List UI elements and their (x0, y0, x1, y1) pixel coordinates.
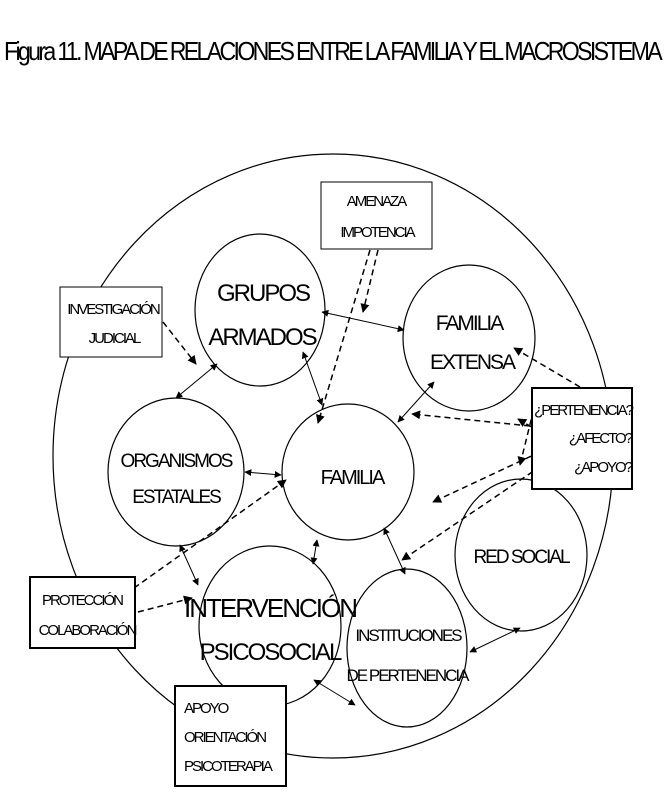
label-grupos-line1: GRUPOS (217, 280, 310, 307)
box-investigacion-line1: INVESTIGACIÓN (67, 301, 160, 318)
dash-pertenencia-familia-extensa (513, 347, 581, 388)
edge-familia-extensa-familia (397, 381, 435, 423)
label-familia: FAMILIA (321, 467, 386, 489)
edge-familia-instituciones (383, 527, 406, 575)
figure-title: Figura 11. MAPA DE RELACIONES ENTRE LA F… (4, 36, 663, 66)
box-investigacion-line2: JUDICIAL (89, 330, 141, 347)
edge-familia-intervencion (310, 539, 320, 565)
box-apoyo-line1: APOYO (184, 700, 229, 717)
label-instituciones-line2: DE PERTENENCIA (347, 666, 471, 685)
edge-instituciones-red-social (469, 627, 521, 653)
box-amenaza (320, 181, 433, 250)
box-proteccion-line2: COLABORACIÓN (39, 622, 137, 639)
dash-pertenencia-instituciones (401, 465, 542, 561)
label-familia-extensa-line1: FAMILIA (436, 312, 505, 335)
label-grupos-line2: ARMADOS (208, 324, 316, 351)
box-pertenencia-line2: ¿AFECTO? (569, 430, 633, 447)
dash-amenaza-familia (316, 249, 371, 424)
box-pertenencia (531, 387, 633, 490)
edge-intervencion-instituciones (313, 679, 356, 706)
label-intervencion-line2: PSICOSOCIAL (200, 639, 342, 666)
edge-organismos-intervencion (179, 544, 199, 586)
label-organismos-line1: ORGANISMOS (121, 451, 233, 472)
edge-organismos-familia (244, 469, 282, 478)
edge-grupos-familia-extensa (321, 309, 405, 333)
dash-proteccion-familia (133, 479, 287, 589)
box-investigacion (59, 286, 163, 358)
solid-relations (175, 309, 521, 706)
box-apoyo (174, 685, 287, 787)
box-proteccion-line1: PROTECCIÓN (42, 592, 123, 609)
label-familia-extensa-line2: EXTENSA (430, 351, 516, 374)
box-pertenencia-line3: ¿APOYO? (574, 459, 633, 476)
edge-grupos-organismos (175, 363, 218, 399)
box-pertenencia-line1: ¿PERTENENCIA? (534, 402, 634, 419)
box-amenaza-line1: AMENAZA (347, 193, 408, 210)
dashed-influences (133, 249, 581, 613)
label-organismos-line2: ESTATALES (132, 487, 221, 508)
dash-investigacion-grupos (162, 321, 197, 365)
label-instituciones-line1: INSTITUCIONES (355, 626, 462, 645)
edge-grupos-familia (301, 351, 324, 406)
node-grupos-armados (194, 233, 326, 387)
node-intervencion-psicosocial (198, 545, 342, 707)
node-familia-extensa (402, 264, 536, 412)
box-amenaza-line2: IMPOTENCIA (340, 224, 415, 241)
box-apoyo-line3: PSICOTERAPIA (184, 758, 273, 775)
box-proteccion (29, 576, 136, 649)
box-apoyo-line2: ORIENTACIÓN (184, 729, 266, 746)
dash-amenaza-grupos (360, 249, 379, 313)
label-red-social: RED SOCIAL (473, 547, 570, 568)
node-instituciones (346, 568, 468, 728)
label-intervencion-line1: INTERVENCIÓN (184, 593, 356, 623)
node-familia (281, 403, 415, 541)
